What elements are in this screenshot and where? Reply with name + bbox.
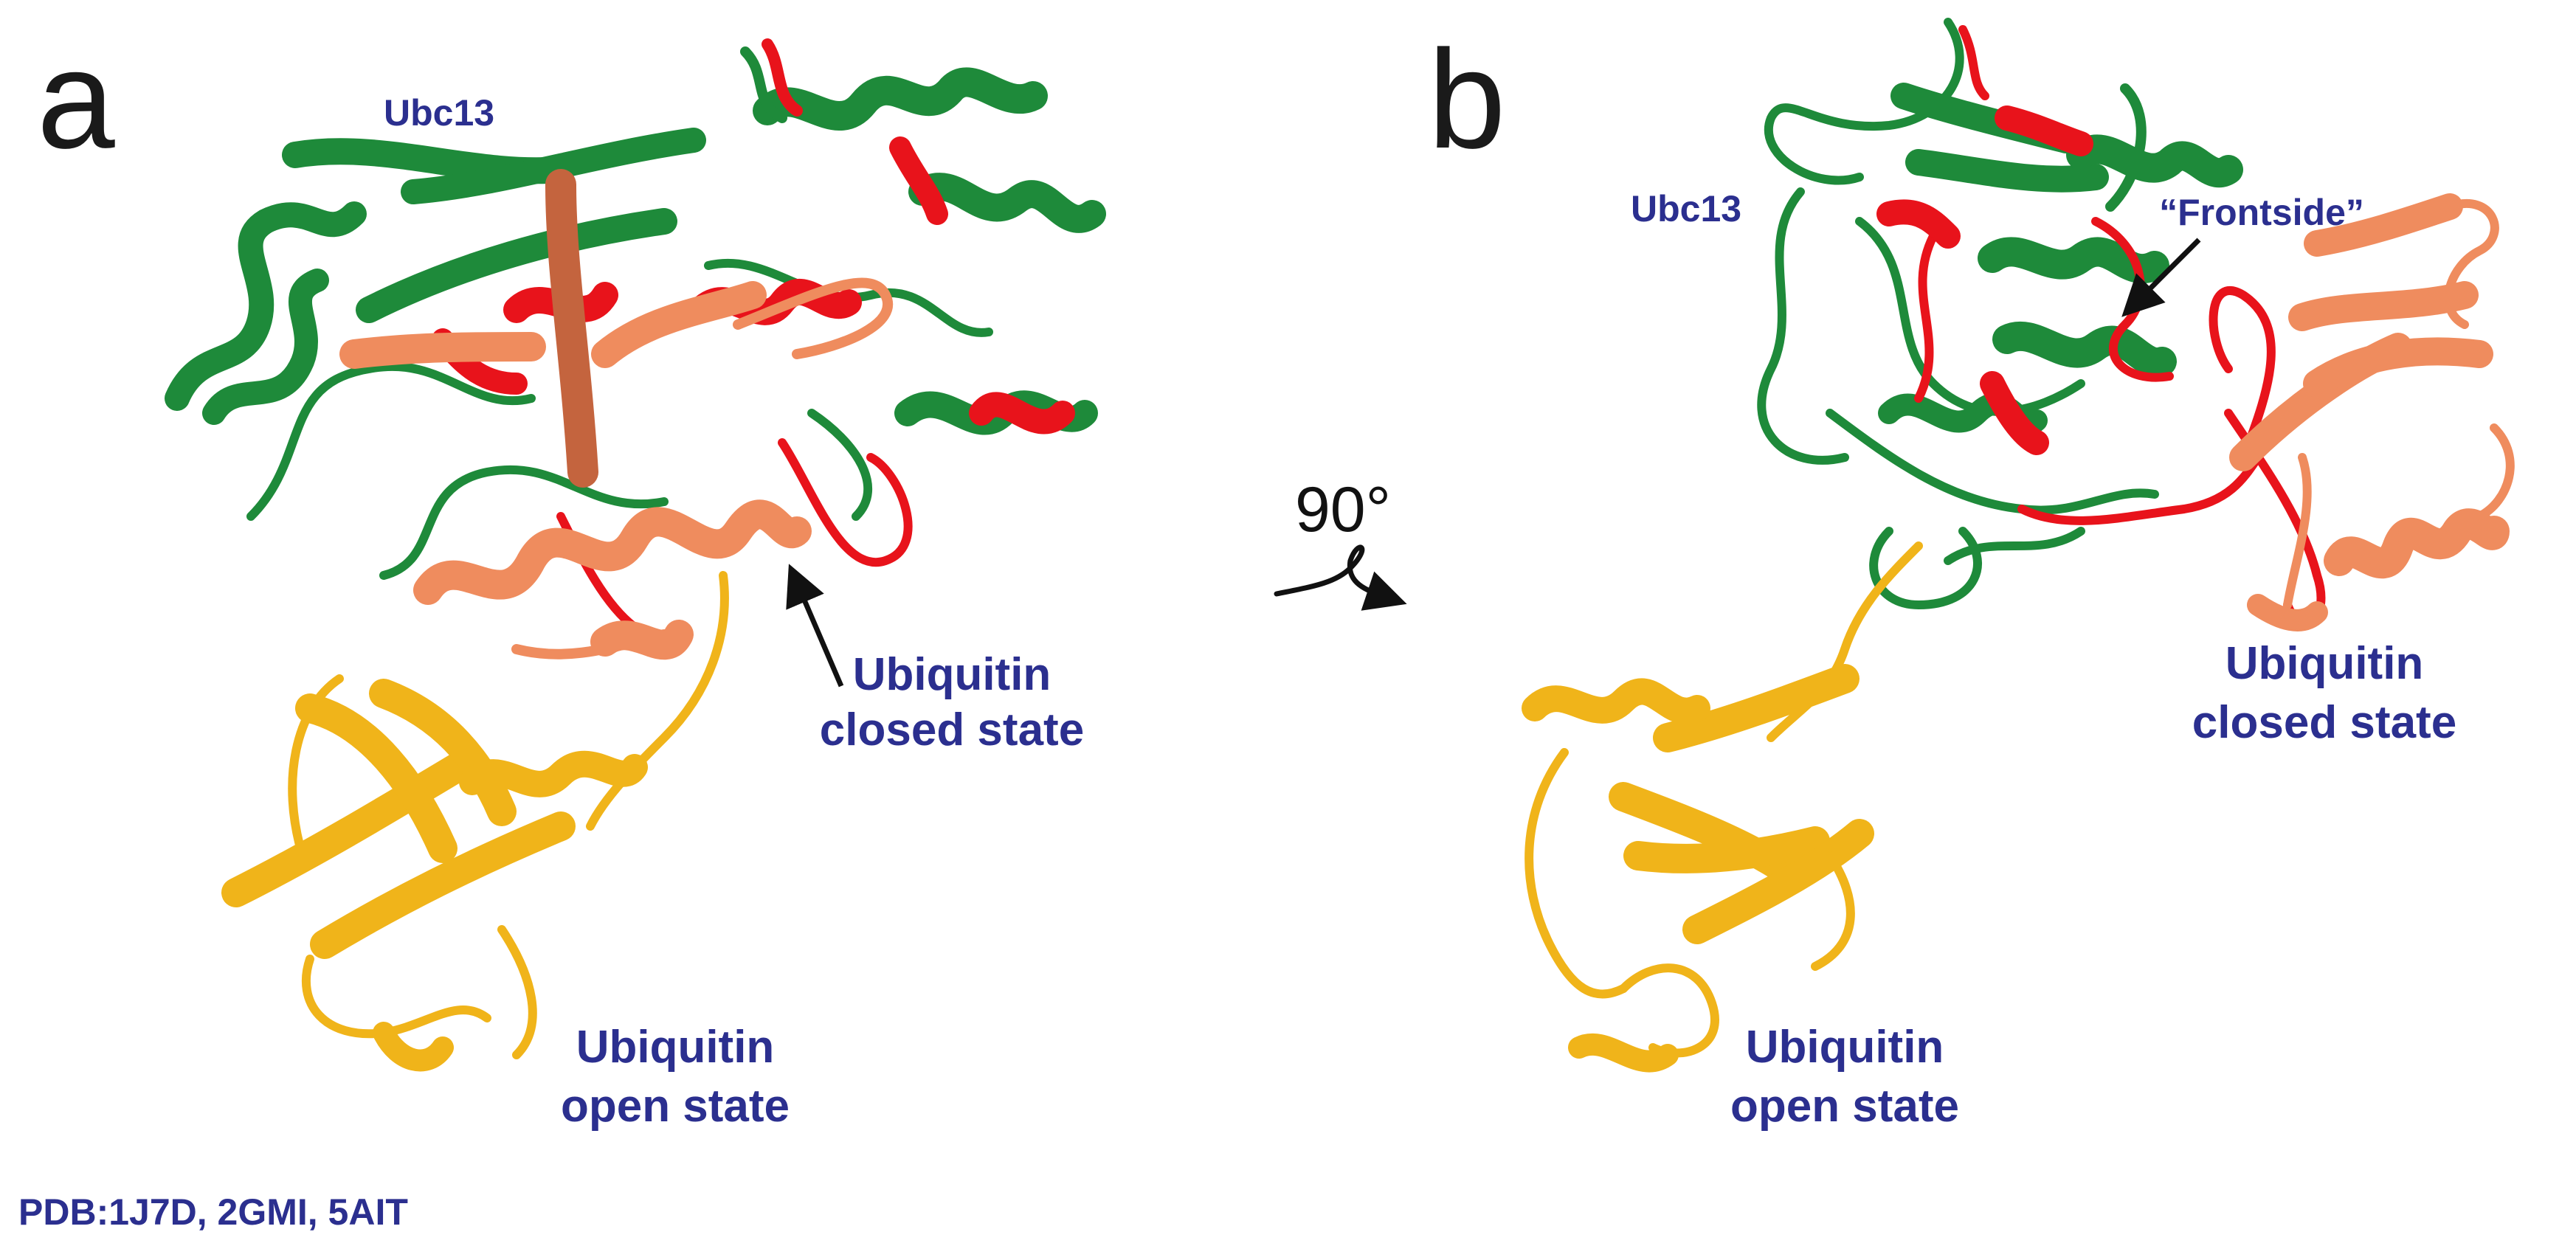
label-open-a-line2: open state <box>561 1081 790 1132</box>
label-closed-a-line2: closed state <box>820 705 1084 755</box>
label-ubc13-a: Ubc13 <box>384 92 494 134</box>
label-closed-b-line1: Ubiquitin <box>2225 638 2424 689</box>
pointer-arrow-icon <box>786 564 844 688</box>
ubiquitin-closed-a <box>339 169 893 660</box>
pointer-arrow-icon <box>2121 238 2201 317</box>
label-open-b-line1: Ubiquitin <box>1746 1022 1944 1073</box>
label-closed-a-line1: Ubiquitin <box>853 649 1052 700</box>
label-ubc13-b: Ubc13 <box>1631 188 1741 229</box>
label-closed-b-line2: closed state <box>2192 697 2456 748</box>
rotation-arrow-icon <box>1274 544 1407 611</box>
panel-letter-a: a <box>37 21 115 178</box>
ubiquitin-open-b <box>1522 541 1923 1073</box>
label-open-a-line1: Ubiquitin <box>576 1022 775 1073</box>
rotation-indicator: 90° <box>1274 474 1407 611</box>
ubiquitin-closed-b <box>2229 193 2515 631</box>
pdb-ids-footnote: PDB:1J7D, 2GMI, 5AIT <box>18 1191 408 1233</box>
ubc13-structure-a <box>165 46 1106 580</box>
rotation-label: 90° <box>1295 474 1391 545</box>
panel-b: b <box>1428 18 2515 1132</box>
label-open-b-line2: open state <box>1730 1081 1959 1132</box>
ubc13-structure-b <box>1757 18 2243 609</box>
ubc13-highlight-b <box>1876 25 2326 629</box>
panel-letter-b: b <box>1428 21 1506 178</box>
ubiquitin-open-a <box>221 571 729 1072</box>
panel-a: a <box>37 21 1106 1132</box>
label-frontside-b: “Frontside” <box>2159 192 2364 233</box>
